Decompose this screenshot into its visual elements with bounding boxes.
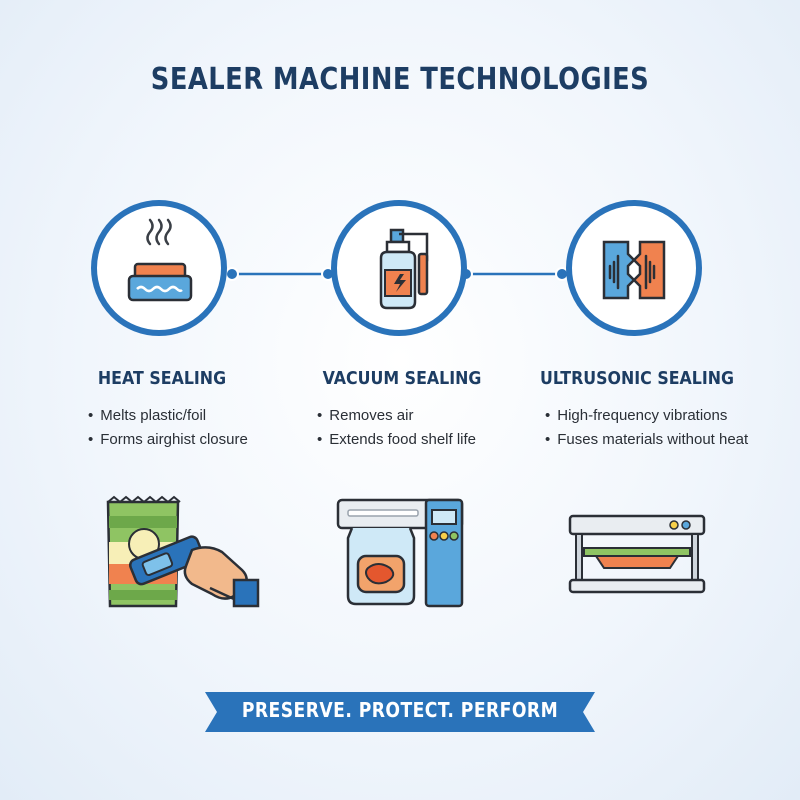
vacuum-sealer-machine-icon (336, 498, 464, 608)
ultrasonic-sealing-section: ULTRUSONIC SEALING High-frequency vibrat… (502, 0, 762, 800)
bullet-item: Removes air (317, 404, 476, 428)
bullet-item: Fuses materials without heat (545, 428, 748, 452)
ultrasonic-sealing-heading: ULTRUSONIC SEALING (539, 368, 735, 389)
bullet-item: Forms airghist closure (88, 428, 248, 452)
bullet-item: High-frequency vibrations (545, 404, 748, 428)
vacuum-sealing-circle (331, 200, 467, 336)
vacuum-sealing-heading: VACUUM SEALING (322, 368, 482, 389)
heat-sealing-bullets: Melts plastic/foil Forms airghist closur… (88, 404, 248, 452)
ultrasonic-press-icon (568, 514, 706, 594)
heat-sealing-circle (91, 200, 227, 336)
bullet-item: Melts plastic/foil (88, 404, 248, 428)
tagline-banner: PRESERVE. PROTECT. PERFORM (205, 688, 595, 736)
heat-sealing-section: HEAT SEALING Melts plastic/foil Forms ai… (32, 0, 292, 800)
vacuum-bottle-icon (379, 228, 429, 310)
ultrasonic-sealing-bullets: High-frequency vibrations Fuses material… (545, 404, 748, 452)
tagline-text: PRESERVE. PROTECT. PERFORM (241, 698, 559, 722)
vacuum-sealing-bullets: Removes air Extends food shelf life (317, 404, 476, 452)
ultrasonic-sealing-circle (566, 200, 702, 336)
heat-sealer-icon (127, 218, 193, 302)
heat-sealing-heading: HEAT SEALING (97, 368, 227, 389)
bullet-item: Extends food shelf life (317, 428, 476, 452)
hand-sealing-bag-icon (106, 495, 260, 608)
ultrasonic-plates-icon (602, 240, 666, 300)
page-title: SEALER MACHINE TECHNOLOGIES (150, 62, 650, 97)
vacuum-sealing-section: VACUUM SEALING Removes air Extends food … (272, 0, 532, 800)
